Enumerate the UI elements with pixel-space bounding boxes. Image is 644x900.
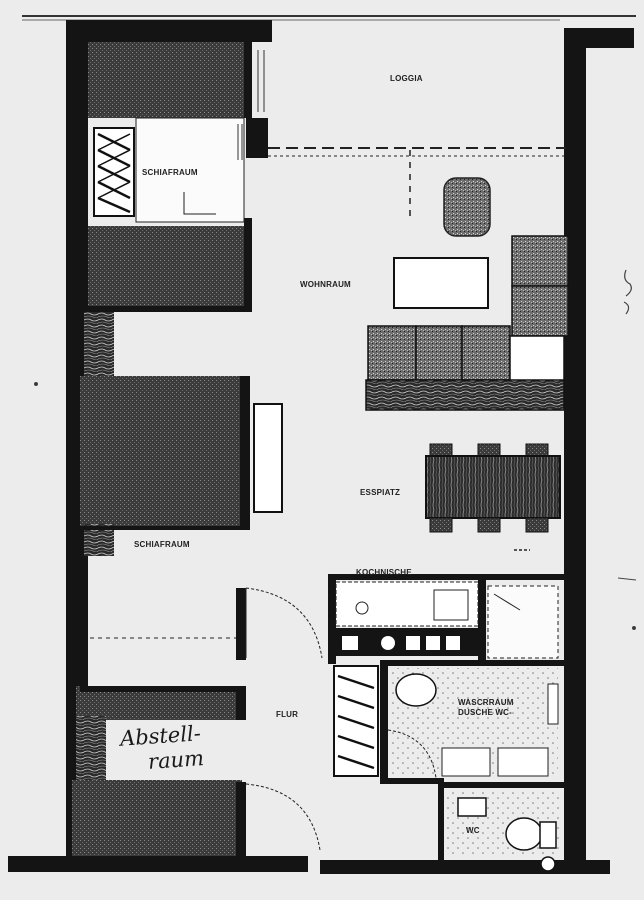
outer-walls	[8, 20, 634, 874]
margin-marks	[34, 269, 637, 630]
room-label-dining: ESSPIATZ	[360, 488, 401, 497]
room-label-kitchenette: KOCHNISCHE	[356, 568, 412, 577]
room-label-wc: WC	[466, 826, 480, 835]
loggia-edge	[268, 147, 566, 216]
sideboard	[365, 379, 565, 411]
bathroom	[390, 585, 560, 872]
coffee-table	[393, 257, 489, 309]
sofa-seat-3	[461, 325, 511, 381]
room-label-bathroom-2: DUSCHE WC-	[458, 708, 512, 717]
armchair-1	[511, 235, 569, 287]
loggia-chair	[443, 177, 491, 237]
window-lines	[237, 50, 265, 160]
room-label-bedroom-top: SCHIAFRAUM	[142, 168, 198, 177]
left-hatched-blocks	[72, 42, 246, 856]
room-label-loggia: LOGGIA	[390, 74, 423, 83]
room-label-hall: FLUR	[276, 710, 299, 719]
wall-cabinet	[253, 403, 283, 513]
kitchenette	[335, 581, 479, 656]
room-label-bathroom-1: WASCRRAUM	[458, 698, 514, 707]
wardrobe-top	[93, 127, 135, 217]
room-label-living: WOHNRAUM	[300, 280, 351, 289]
sofa-seat-1	[367, 325, 417, 381]
dining-table	[425, 455, 561, 519]
sofa-seat-2	[415, 325, 463, 381]
hall-wardrobe	[333, 665, 379, 777]
armchair-2	[511, 285, 569, 337]
handwritten-storage-line2: raum	[147, 746, 205, 774]
living-furniture	[365, 235, 569, 411]
dining-set	[425, 443, 561, 551]
partition-walls	[80, 40, 564, 860]
bed-top	[135, 117, 245, 223]
room-label-bedroom-bottom: SCHIAFRAUM	[134, 540, 190, 549]
